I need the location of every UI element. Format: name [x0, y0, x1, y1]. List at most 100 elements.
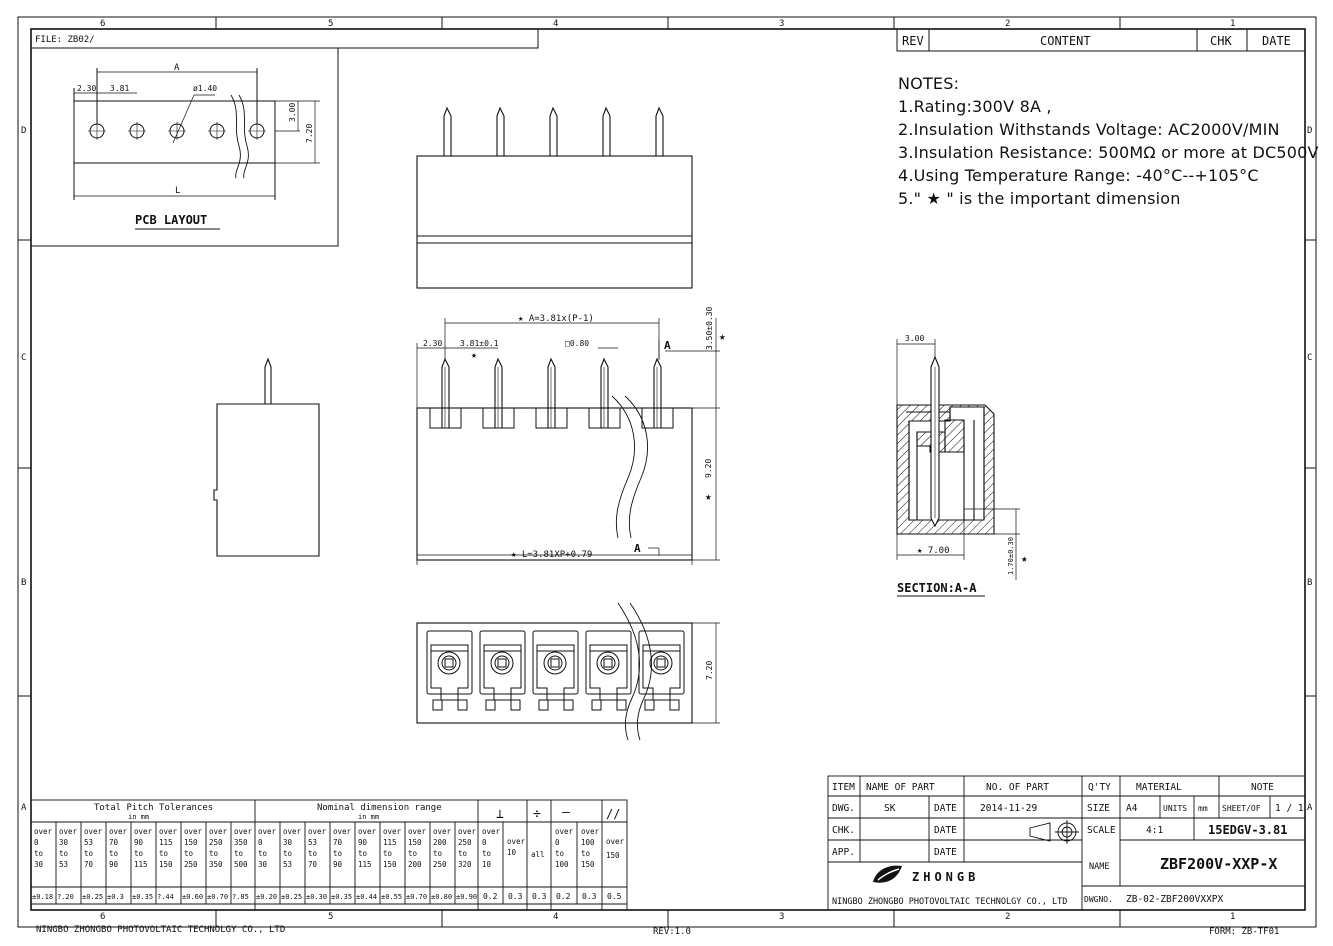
tb-app-date: DATE	[934, 847, 957, 858]
nominal-range-cell: 115	[358, 860, 372, 869]
nominal-range-cell: 70	[308, 860, 318, 869]
pitch-range-cell: 150	[159, 860, 173, 869]
nominal-value-cell: ±0.44	[356, 893, 377, 901]
nominal-range-cell: to	[408, 849, 418, 858]
pitch-range-cell: 150	[184, 838, 198, 847]
nominal-range-cell: 250	[433, 860, 447, 869]
tb-dwg-by: SK	[884, 803, 896, 814]
tb-chk: CHK.	[832, 825, 855, 836]
nominal-range-cell: to	[258, 849, 268, 858]
geo-range-cell: over	[606, 837, 625, 846]
tb-name: ZBF200V-XXP-X	[1160, 855, 1277, 873]
zone-col-label: 3	[779, 19, 784, 29]
geo-range-cell: 150	[606, 851, 620, 860]
zone-row-label: D	[21, 126, 26, 136]
pitch-value-cell: ±0.70	[207, 893, 228, 901]
geo-range-cell: 10	[507, 848, 517, 857]
section-dim-170: 1.70±0.30	[1007, 537, 1015, 575]
tb-date-label: DATE	[934, 803, 957, 814]
pitch-range-cell: to	[184, 849, 194, 858]
notes-block: NOTES: 1.Rating:300V 8A , 2.Insulation W…	[898, 72, 1319, 210]
pitch-value-cell: ±0.3	[107, 893, 124, 901]
nominal-range-cell: 30	[258, 860, 268, 869]
pitch-range-cell: 30	[34, 860, 44, 869]
tb-company: NINGBO ZHONGBO PHOTOVOLTAIC TECHNOLGY CO…	[832, 897, 1067, 907]
pitch-range-cell: to	[134, 849, 144, 858]
geo-range-cell: over	[555, 827, 574, 836]
tb-material: MATERIAL	[1136, 782, 1182, 793]
title-block-grid	[827, 775, 1306, 911]
nominal-range-cell: 115	[383, 838, 397, 847]
nominal-range-cell: over	[333, 827, 352, 836]
nominal-range-cell: over	[358, 827, 377, 836]
tb-no-of-part: NO. OF PART	[986, 782, 1049, 793]
geo-value-cell: 0.5	[607, 892, 622, 901]
pitch-range-cell: to	[234, 849, 244, 858]
outer-border	[17, 16, 1317, 928]
nominal-range-cell: 90	[358, 838, 368, 847]
section-mark-bottom: A	[634, 542, 641, 555]
footer-form: FORM: ZB-TF01	[1209, 927, 1279, 937]
nominal-range-cell: over	[283, 827, 302, 836]
pitch-range-cell: 115	[159, 838, 173, 847]
zone-col-label: 3	[779, 912, 784, 922]
geo-value-cell: 0.3	[582, 892, 597, 901]
rev-header: REV	[902, 34, 924, 48]
nominal-range-cell: to	[383, 849, 393, 858]
geo-range-cell: to	[581, 849, 591, 858]
front-star-381: ★	[471, 350, 477, 361]
pitch-range-cell: to	[209, 849, 219, 858]
nominal-range-cell: 53	[283, 860, 292, 869]
symbol-parallel: //	[606, 807, 620, 821]
pitch-range-cell: 53	[84, 838, 93, 847]
tb-note: NOTE	[1251, 782, 1274, 793]
pcb-dim-a: A	[174, 63, 180, 73]
front-star-350: ★	[719, 330, 726, 343]
nominal-range-cell: over	[308, 827, 327, 836]
tb-app: APP.	[832, 847, 855, 858]
geo-range-cell: 100	[555, 860, 569, 869]
geo-range-cell: to	[555, 849, 565, 858]
pcb-dim-l: L	[175, 186, 180, 196]
nominal-value-cell: ±0.30	[306, 893, 327, 901]
nominal-value-cell: ±0.55	[381, 893, 402, 901]
note-item: 2.Insulation Withstands Voltage: AC2000V…	[898, 120, 1280, 139]
front-star-920: ★	[705, 490, 712, 503]
nominal-range-cell: over	[383, 827, 402, 836]
pitch-range-cell: to	[34, 849, 44, 858]
company-logo: ZHONGB	[873, 865, 975, 884]
pitch-title: Total Pitch Tolerances	[94, 803, 213, 813]
pcb-layout-title: PCB LAYOUT	[135, 213, 207, 227]
zone-row-label: C	[1307, 353, 1312, 363]
nominal-unit: in mm	[358, 813, 379, 821]
pitch-value-cell: ±0.25	[82, 893, 103, 901]
pitch-value-cell: ±0.35	[132, 893, 153, 901]
pitch-range-cell: 115	[134, 860, 148, 869]
front-dim-920: 9.20	[704, 459, 713, 478]
pcb-layout-box	[30, 47, 339, 247]
geo-value-cell: 0.3	[508, 892, 523, 901]
tb-part-code: 15EDGV-3.81	[1208, 823, 1287, 837]
symbol-sym: ÷	[533, 807, 541, 822]
tb-item: ITEM	[832, 782, 855, 793]
pitch-value-cell: ±0.60	[182, 893, 203, 901]
tb-size: A4	[1126, 803, 1138, 814]
pcb-dim-hole: ø1.40	[193, 84, 217, 93]
nominal-range-cell: over	[408, 827, 427, 836]
nominal-range-cell: over	[458, 827, 477, 836]
note-item: 5." ★ " is the important dimension	[898, 189, 1181, 208]
tb-size-label: SIZE	[1087, 803, 1110, 814]
tb-dwgno: ZB-02-ZBF200VXXPX	[1126, 894, 1224, 905]
nominal-value-cell: ±0.90	[456, 893, 477, 901]
nominal-value-cell: ±0.70	[406, 893, 427, 901]
tb-name-label: NAME	[1089, 862, 1109, 872]
pitch-range-cell: to	[159, 849, 169, 858]
pitch-range-cell: 350	[209, 860, 223, 869]
title-block-text: ITEM NAME OF PART NO. OF PART Q'TY MATER…	[832, 782, 1304, 907]
geo-range-cell: 0	[482, 838, 487, 847]
nominal-range-cell: 150	[408, 838, 422, 847]
nominal-range-cell: 30	[283, 838, 293, 847]
nominal-range-cell: 53	[308, 838, 317, 847]
nominal-title: Nominal dimension range	[317, 803, 442, 813]
